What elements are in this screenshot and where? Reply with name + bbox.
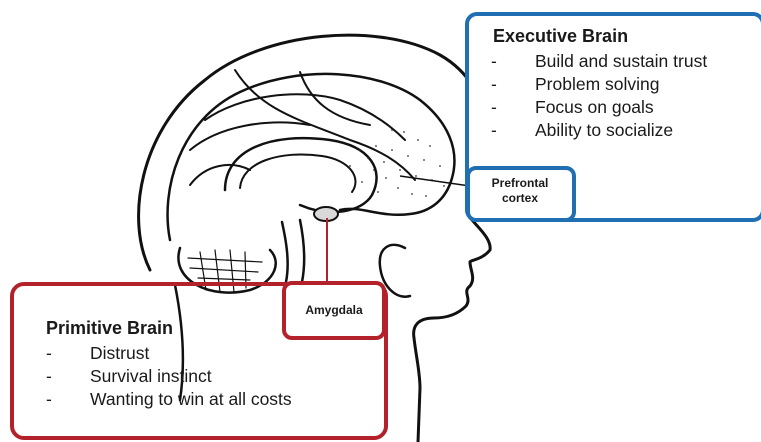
list-item: -Distrust [46, 342, 292, 365]
dash-marker: - [491, 96, 497, 119]
primitive-brain-title: Primitive Brain [46, 318, 173, 339]
amygdala-label: Amygdala [282, 303, 386, 318]
brain-outline [168, 74, 455, 240]
list-item: -Ability to socialize [491, 119, 707, 142]
prefrontal-pointer-line [400, 176, 470, 186]
list-item: -Focus on goals [491, 96, 707, 119]
dash-marker: - [46, 342, 52, 365]
dash-marker: - [491, 50, 497, 73]
list-item: -Survival instinct [46, 365, 292, 388]
dash-marker: - [46, 365, 52, 388]
dash-marker: - [491, 119, 497, 142]
executive-brain-list: -Build and sustain trust -Problem solvin… [491, 50, 707, 142]
dash-marker: - [46, 388, 52, 411]
dash-marker: - [491, 73, 497, 96]
prefrontal-cortex-label: Prefrontal cortex [470, 176, 570, 206]
primitive-brain-list: -Distrust -Survival instinct -Wanting to… [46, 342, 292, 411]
executive-brain-title: Executive Brain [493, 26, 628, 47]
list-item: -Problem solving [491, 73, 707, 96]
list-item: -Wanting to win at all costs [46, 388, 292, 411]
list-item: -Build and sustain trust [491, 50, 707, 73]
